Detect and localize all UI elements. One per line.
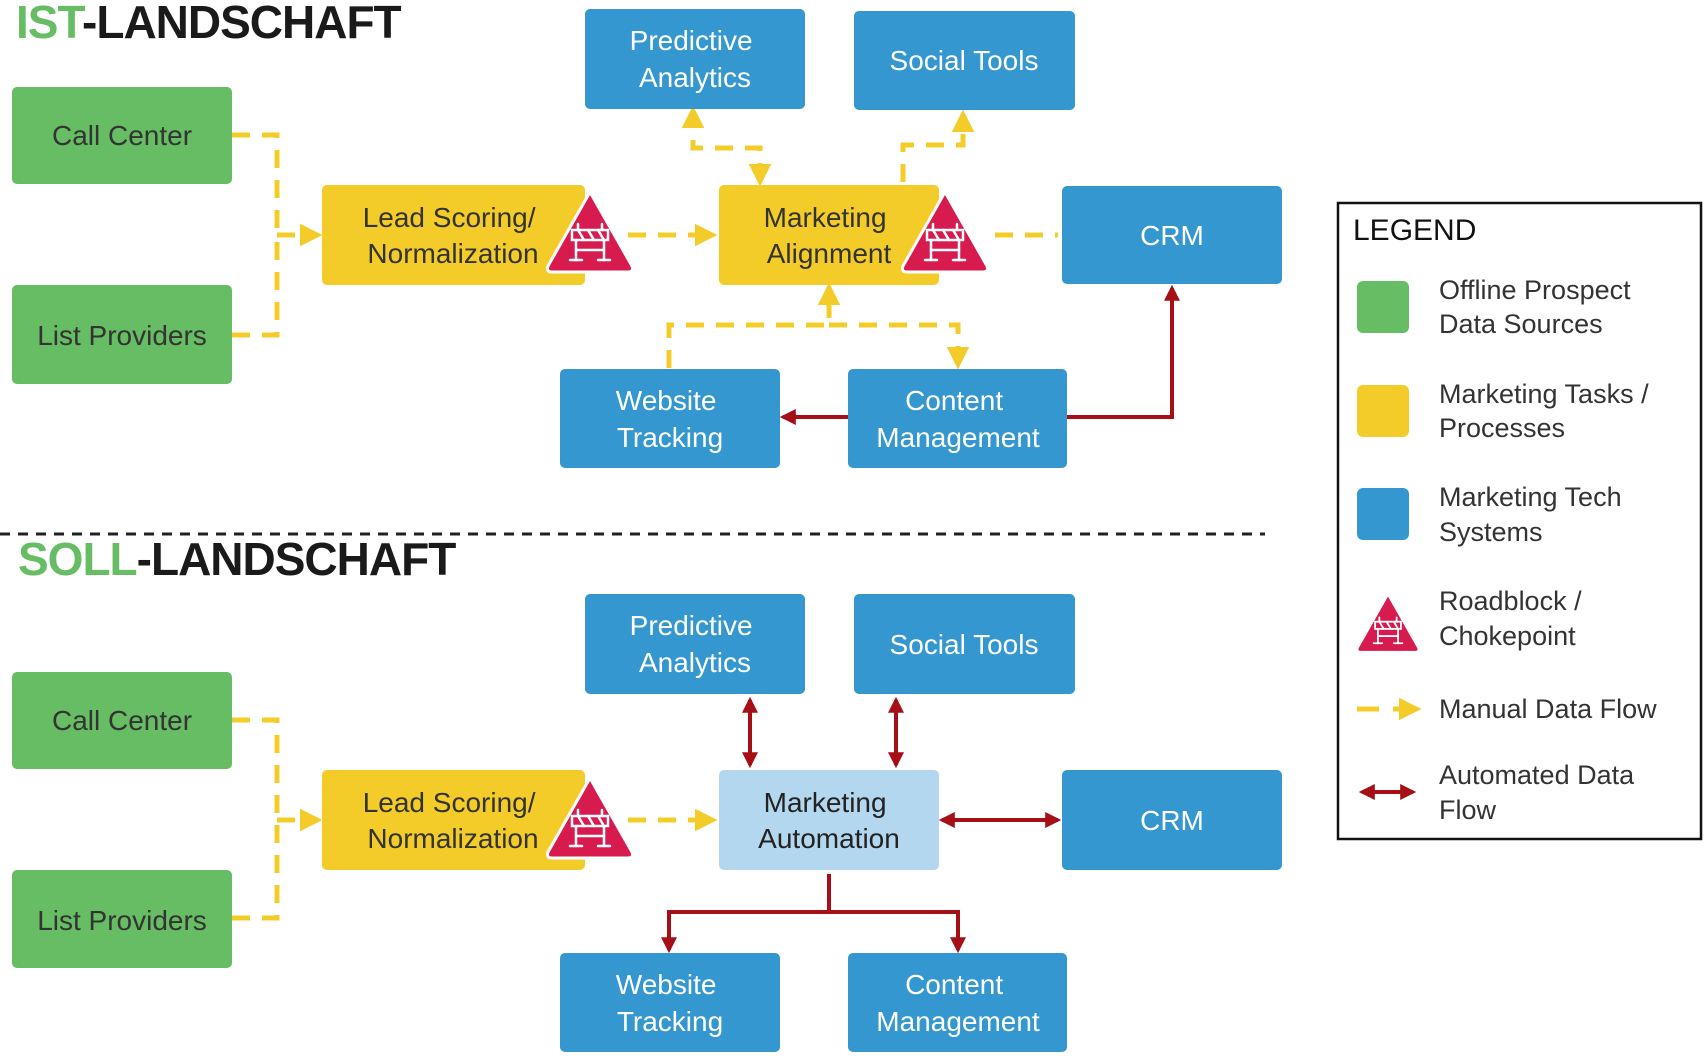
soll-content-management-label: Content Management — [876, 969, 1040, 1037]
soll-node-crm: CRM — [1062, 770, 1282, 870]
ist-node-list-providers: List Providers — [12, 285, 232, 384]
soll-automated-flows — [661, 696, 1062, 954]
soll-call-center-label: Call Center — [52, 705, 192, 736]
soll-website-tracking-label: Website Tracking — [616, 969, 724, 1037]
ist-flow-predictive-alignment — [681, 105, 772, 187]
soll-title-accent: SOLL — [18, 533, 137, 585]
ist-node-website-tracking: Website Tracking — [560, 369, 780, 468]
ist-call-center-label: Call Center — [52, 120, 192, 151]
ist-flow-callcenter — [232, 132, 280, 235]
soll-node-social-tools: Social Tools — [854, 594, 1075, 694]
legend-item-automated-flow: Automated Data Flow — [1358, 760, 1642, 825]
soll-title-rest: -LANDSCHAFT — [137, 533, 457, 585]
soll-flow-callcenter — [232, 717, 280, 820]
ist-crm-label: CRM — [1140, 220, 1204, 251]
legend-blue-swatch — [1357, 488, 1409, 540]
ist-lead-scoring-label: Lead Scoring/ Normalization — [363, 202, 544, 269]
soll-title: SOLL-LANDSCHAFT — [18, 533, 456, 585]
ist-flow-content-crm — [1067, 284, 1180, 419]
legend-roadblock-label: Roadblock / Chokepoint — [1439, 586, 1589, 651]
legend-title: LEGEND — [1353, 214, 1476, 247]
soll-social-tools-label: Social Tools — [890, 629, 1039, 660]
soll-crm-label: CRM — [1140, 805, 1204, 836]
ist-flow-listproviders — [232, 235, 280, 338]
legend-yellow-swatch — [1357, 385, 1409, 437]
soll-lead-scoring-label: Lead Scoring/ Normalization — [363, 787, 544, 854]
ist-website-tracking-label: Website Tracking — [616, 385, 724, 453]
legend-item-manual-flow: Manual Data Flow — [1357, 694, 1657, 724]
ist-title: IST-LANDSCHAFT — [16, 0, 402, 48]
legend-tasks-label: Marketing Tasks / Processes — [1439, 379, 1656, 443]
ist-node-predictive-analytics: Predictive Analytics — [585, 9, 805, 109]
legend-item-tech-systems: Marketing Tech Systems — [1357, 482, 1629, 547]
ist-content-management-label: Content Management — [876, 385, 1040, 453]
ist-automated-flows — [779, 284, 1180, 425]
legend-item-roadblock: Roadblock / Chokepoint — [1356, 586, 1589, 653]
soll-flow-listproviders — [232, 820, 280, 921]
soll-marketing-automation-label: Marketing Automation — [758, 787, 900, 854]
soll-list-providers-label: List Providers — [37, 905, 207, 936]
soll-node-list-providers: List Providers — [12, 870, 232, 968]
soll-node-lead-scoring: Lead Scoring/ Normalization — [322, 770, 585, 870]
ist-flow-alignment-social — [900, 109, 975, 182]
ist-title-accent: IST — [16, 0, 85, 48]
soll-flow-to-content — [829, 910, 966, 954]
ist-node-crm: CRM — [1062, 186, 1282, 284]
ist-node-social-tools: Social Tools — [854, 11, 1075, 110]
soll-node-website-tracking: Website Tracking — [560, 953, 780, 1052]
legend-automated-label: Automated Data Flow — [1439, 760, 1642, 825]
legend-item-marketing-tasks: Marketing Tasks / Processes — [1357, 379, 1656, 443]
soll-node-call-center: Call Center — [12, 672, 232, 769]
ist-title-rest: -LANDSCHAFT — [82, 0, 402, 48]
soll-node-content-management: Content Management — [848, 953, 1067, 1052]
soll-predictive-analytics-label: Predictive Analytics — [630, 610, 761, 678]
ist-node-content-management: Content Management — [848, 369, 1067, 468]
ist-manual-flows — [232, 105, 1058, 370]
legend-systems-label: Marketing Tech Systems — [1439, 482, 1629, 547]
ist-marketing-alignment-label: Marketing Alignment — [764, 202, 895, 269]
soll-flow-to-website — [661, 910, 829, 954]
legend-offline-label: Offline Prospect Data Sources — [1439, 275, 1638, 339]
ist-flow-alignment-content — [829, 322, 970, 370]
legend-green-swatch — [1357, 281, 1409, 333]
legend-item-offline-sources: Offline Prospect Data Sources — [1357, 275, 1638, 339]
ist-social-tools-label: Social Tools — [890, 45, 1039, 76]
ist-node-lead-scoring: Lead Scoring/ Normalization — [322, 185, 585, 285]
legend: LEGEND Offline Prospect Data Sources Mar… — [1336, 201, 1703, 841]
soll-node-marketing-automation: Marketing Automation — [719, 770, 939, 870]
legend-manual-label: Manual Data Flow — [1439, 694, 1657, 724]
ist-list-providers-label: List Providers — [37, 320, 207, 351]
ist-predictive-analytics-label: Predictive Analytics — [630, 25, 761, 93]
ist-flow-website-alignment — [666, 282, 841, 368]
ist-node-marketing-alignment: Marketing Alignment — [719, 185, 939, 285]
soll-node-predictive-analytics: Predictive Analytics — [585, 594, 805, 694]
ist-node-call-center: Call Center — [12, 87, 232, 184]
soll-manual-flows — [232, 717, 718, 921]
